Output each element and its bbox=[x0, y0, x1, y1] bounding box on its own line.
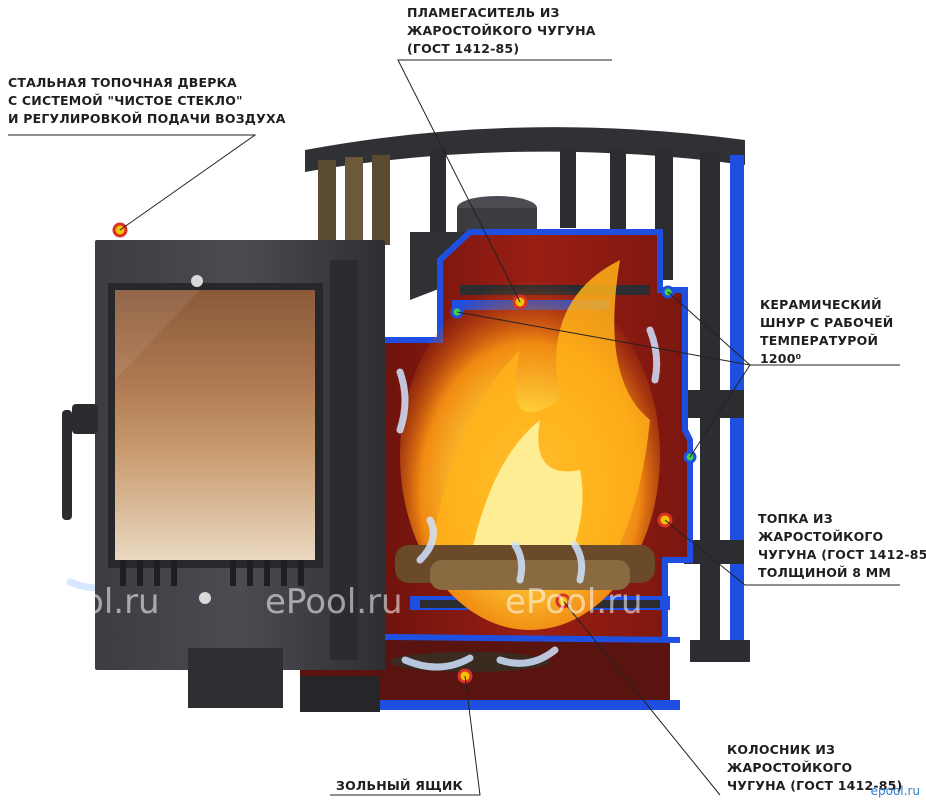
door bbox=[62, 240, 385, 712]
label-line: ТОПКА ИЗ bbox=[758, 511, 833, 526]
corner-watermark: epool.ru bbox=[870, 784, 920, 798]
label-ash-box: ЗОЛЬНЫЙ ЯЩИК bbox=[336, 777, 463, 795]
label-cord: КЕРАМИЧЕСКИЙ ШНУР С РАБОЧЕЙ ТЕМПЕРАТУРОЙ… bbox=[760, 296, 893, 368]
fire bbox=[395, 260, 660, 630]
label-line: ЖАРОСТОЙКОГО bbox=[758, 529, 884, 544]
label-line: ПЛАМЕГАСИТЕЛЬ ИЗ bbox=[407, 5, 560, 20]
label-line: КЕРАМИЧЕСКИЙ bbox=[760, 297, 882, 312]
label-door: СТАЛЬНАЯ ТОПОЧНАЯ ДВЕРКА С СИСТЕМОЙ "ЧИС… bbox=[8, 74, 286, 128]
label-flame-damper: ПЛАМЕГАСИТЕЛЬ ИЗ ЖАРОСТОЙКОГО ЧУГУНА (ГО… bbox=[407, 4, 596, 58]
label-line: ЖАРОСТОЙКОГО ЧУГУНА bbox=[407, 23, 596, 38]
label-line: ЧУГУНА (ГОСТ 1412-85) bbox=[758, 547, 926, 562]
leader-lines bbox=[8, 59, 900, 796]
watermark: ePool.ru bbox=[22, 582, 160, 622]
label-line: ТОЛЩИНОЙ 8 ММ bbox=[758, 565, 891, 580]
markers bbox=[112, 222, 697, 684]
label-line: ЧУГУНА (ГОСТ 1412-85) bbox=[727, 778, 903, 793]
label-line: С СИСТЕМОЙ "ЧИСТОЕ СТЕКЛО" bbox=[8, 93, 243, 108]
watermark: ePool.ru bbox=[265, 582, 403, 622]
label-line: СТАЛЬНАЯ ТОПОЧНАЯ ДВЕРКА bbox=[8, 75, 237, 90]
label-line: 1200⁰ bbox=[760, 351, 802, 366]
label-firebox: ТОПКА ИЗ ЖАРОСТОЙКОГО ЧУГУНА (ГОСТ 1412-… bbox=[758, 510, 926, 582]
label-line: ТЕМПЕРАТУРОЙ bbox=[760, 333, 879, 348]
label-line: (ГОСТ 1412-85) bbox=[407, 41, 520, 56]
watermark: ePool.ru bbox=[505, 582, 643, 622]
label-grate: КОЛОСНИК ИЗ ЖАРОСТОЙКОГО ЧУГУНА (ГОСТ 14… bbox=[727, 741, 902, 795]
stove-grille bbox=[305, 127, 750, 662]
label-line: И РЕГУЛИРОВКОЙ ПОДАЧИ ВОЗДУХА bbox=[8, 111, 286, 126]
label-line: ШНУР С РАБОЧЕЙ bbox=[760, 315, 894, 330]
label-line: ЗОЛЬНЫЙ ЯЩИК bbox=[336, 778, 463, 793]
watermark: ePool.ru bbox=[745, 582, 883, 622]
label-line: ЖАРОСТОЙКОГО bbox=[727, 760, 853, 775]
label-line: КОЛОСНИК ИЗ bbox=[727, 742, 836, 757]
